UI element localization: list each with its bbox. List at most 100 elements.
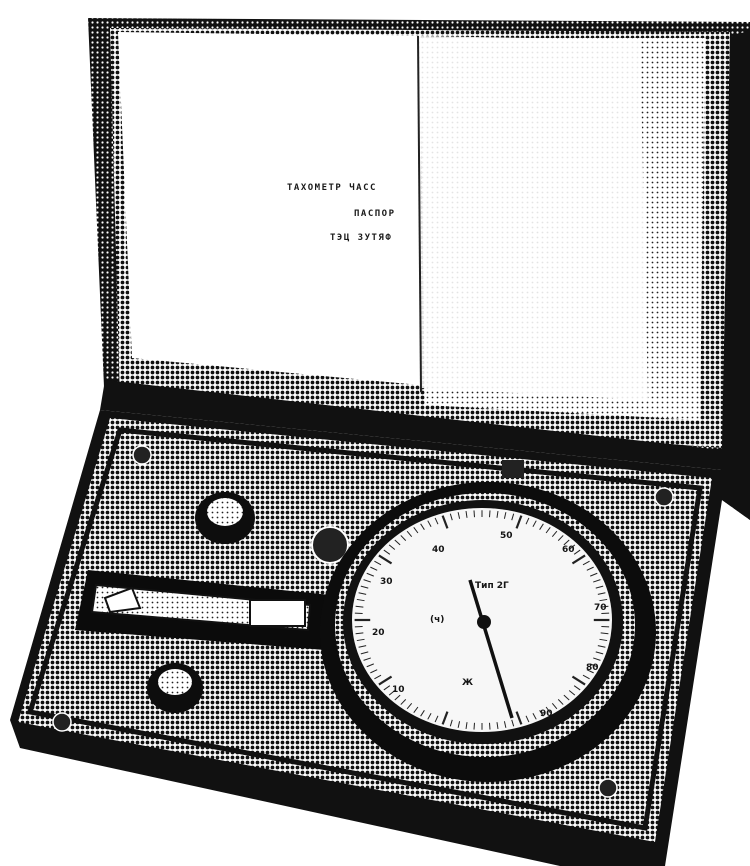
passport-document-left-page xyxy=(118,32,420,385)
dial-number: 90 xyxy=(540,709,553,719)
dial-needle xyxy=(468,579,514,719)
dial-tick xyxy=(525,517,530,525)
dial-tick xyxy=(388,690,396,696)
dial-tick xyxy=(599,598,608,602)
dial-tick xyxy=(582,674,590,680)
dial-tick xyxy=(571,554,586,565)
tachometer-dial: 40 50 60 70 80 90 10 20 30 Тип 2Г (ч) Ж xyxy=(311,460,656,782)
dial-number: 60 xyxy=(562,545,575,555)
dial-number: 30 xyxy=(380,577,393,587)
dial-tick xyxy=(370,669,378,674)
document-line-1: ТАХОМЕТР ЧАСС xyxy=(287,183,377,193)
shaft-collar xyxy=(249,599,306,627)
dial-tick xyxy=(355,605,364,608)
dial-tick xyxy=(503,512,507,519)
dial-tick xyxy=(358,645,367,648)
dial-model-label: Тип 2Г xyxy=(475,581,509,591)
dial-tick xyxy=(511,719,515,727)
accessory-holder-top-rim xyxy=(207,498,243,526)
dial-tick xyxy=(363,657,371,661)
dial-tick xyxy=(597,645,606,648)
dial-tick xyxy=(599,638,608,642)
corner-screw xyxy=(132,445,152,465)
dial-tick xyxy=(539,710,544,717)
dial-tick xyxy=(383,549,391,555)
dial-tick xyxy=(434,715,439,723)
dial-tick xyxy=(582,560,590,566)
passport-document-right-page xyxy=(418,36,648,400)
dial-tick xyxy=(383,685,391,691)
dial-unit-mark: (ч) xyxy=(430,615,444,625)
dial-tick xyxy=(563,694,570,701)
dial-tick xyxy=(441,711,449,725)
dial-tick xyxy=(427,520,432,528)
dial-tick xyxy=(457,512,461,519)
dial-tick xyxy=(400,699,407,705)
dial-tick xyxy=(420,710,425,717)
dial-tick xyxy=(406,530,413,537)
dial-needle-hub xyxy=(477,615,491,629)
dial-tick xyxy=(525,715,530,723)
dial-tick xyxy=(400,535,407,541)
document-line-2: ПАСПОР xyxy=(354,209,396,219)
dial-tick xyxy=(545,527,551,534)
dial-tick xyxy=(573,685,581,691)
dial-tick xyxy=(449,719,453,727)
dial-tick xyxy=(355,632,364,635)
dial-tick xyxy=(394,694,401,701)
dial-tick xyxy=(374,674,382,680)
dial-tick xyxy=(590,572,598,577)
dial-tick xyxy=(568,690,576,696)
dial-tick xyxy=(557,699,564,705)
dial-tick xyxy=(586,669,594,674)
dial-tick xyxy=(413,527,419,534)
dial-tick xyxy=(595,651,604,655)
dial-tick xyxy=(356,598,365,602)
accessory-holder-bottom-rim xyxy=(158,669,192,695)
dial-tick xyxy=(360,651,369,655)
dial-tick xyxy=(449,513,453,521)
dial-number: 80 xyxy=(586,663,599,673)
dial-tick xyxy=(441,515,449,529)
dial-number: 50 xyxy=(500,531,513,541)
dial-tick xyxy=(366,663,374,668)
dial-tick xyxy=(496,511,499,518)
dial-tick xyxy=(551,703,558,710)
corner-screw xyxy=(654,487,674,507)
dial-number: 10 xyxy=(392,685,405,695)
dial-tick xyxy=(394,539,401,546)
dial-tick xyxy=(413,706,419,713)
dial-tick xyxy=(590,663,598,668)
dial-tick xyxy=(573,549,581,555)
dial-tick xyxy=(434,517,439,525)
dial-tick xyxy=(571,675,586,686)
document-fold-line xyxy=(417,35,422,393)
dial-tick xyxy=(378,675,393,686)
dial-tick xyxy=(595,585,604,589)
dial-tick xyxy=(366,572,374,577)
dial-side-button xyxy=(311,526,349,564)
document-line-3: ТЭЦ ЗУТЯФ xyxy=(330,233,392,243)
corner-screw xyxy=(52,712,72,732)
dial-tick xyxy=(600,632,609,635)
dial-top-knob xyxy=(502,460,524,478)
dial-tick xyxy=(551,530,558,537)
dial-tick xyxy=(378,554,393,565)
lid-right-edge xyxy=(722,30,750,520)
dial-tick xyxy=(496,722,499,729)
dial-logo-mark: Ж xyxy=(462,678,473,688)
dial-tick xyxy=(360,585,369,589)
probe-tip xyxy=(103,586,142,614)
dial-tick xyxy=(515,515,523,529)
dial-number: 40 xyxy=(432,545,445,555)
dial-tick xyxy=(532,520,537,528)
corner-screw xyxy=(598,778,618,798)
dial-tick xyxy=(420,523,425,530)
dial-tick xyxy=(465,722,468,729)
dial-tick xyxy=(532,712,537,720)
dial-ticks xyxy=(354,510,610,730)
dial-tick xyxy=(557,535,564,541)
dial-tick xyxy=(370,566,378,571)
dial-tick xyxy=(358,592,367,595)
